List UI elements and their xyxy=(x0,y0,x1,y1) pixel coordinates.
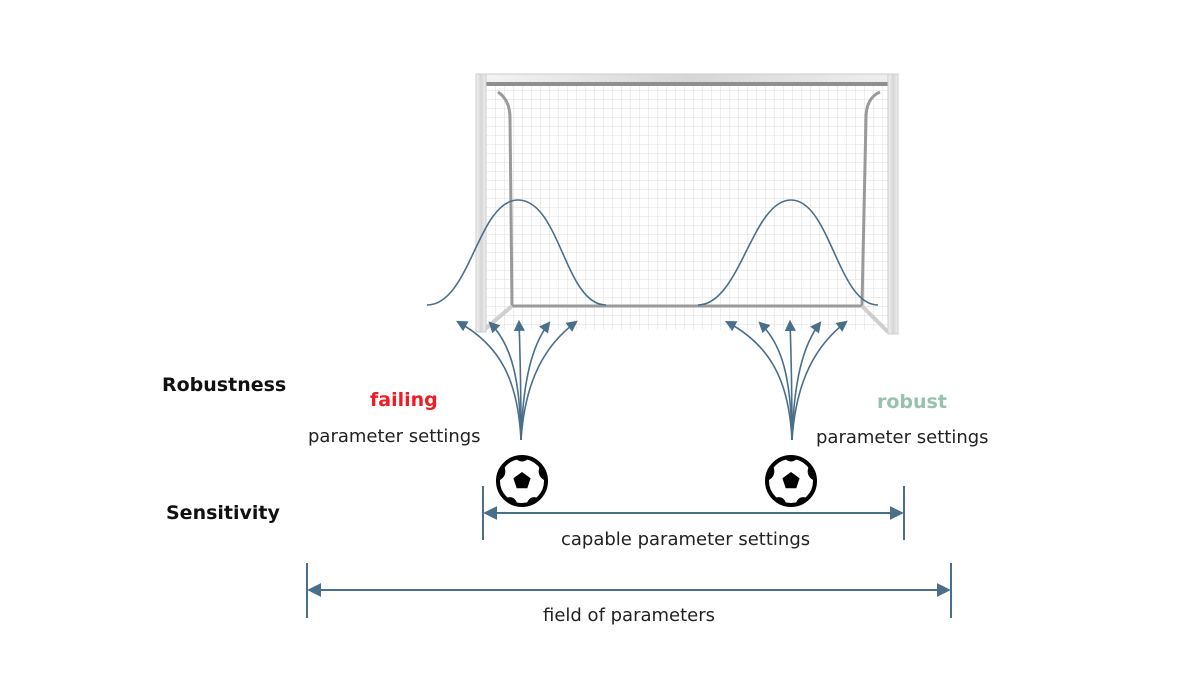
arrow xyxy=(520,321,551,441)
goal-post-left xyxy=(475,73,487,333)
arrow xyxy=(520,320,578,441)
field-range-bracket xyxy=(306,563,952,618)
goal-net xyxy=(490,82,880,330)
distribution-curve-robust xyxy=(697,199,879,306)
soccer-ball-icon xyxy=(496,455,548,507)
capable-range-label: capable parameter settings xyxy=(561,529,811,550)
arrow xyxy=(758,321,793,441)
goal-post-right xyxy=(887,73,899,335)
arrow-fan-failing xyxy=(456,319,578,441)
capable-range-bracket xyxy=(482,486,905,540)
failing-tag: failing xyxy=(370,389,438,411)
soccer-ball-icon xyxy=(765,455,817,507)
arrow xyxy=(725,320,793,441)
robust-caption: parameter settings xyxy=(816,427,989,448)
distribution-curve-failing xyxy=(426,199,607,306)
field-range-label: field of parameters xyxy=(543,605,716,626)
goal-ground-bar-right xyxy=(860,304,890,334)
row-label-sensitivity: Sensitivity xyxy=(166,502,280,524)
row-label-robustness: Robustness xyxy=(162,374,287,396)
goal-side-net-left xyxy=(484,80,512,330)
goal-back-frame xyxy=(497,90,881,308)
arrow xyxy=(791,321,822,441)
goal-side-net-right xyxy=(862,80,888,332)
soccer-goal-icon xyxy=(475,73,899,335)
robust-tag: robust xyxy=(877,391,947,413)
arrow xyxy=(791,320,848,441)
goal-crossbar-shadow xyxy=(484,82,894,86)
failing-caption: parameter settings xyxy=(308,426,481,447)
arrow xyxy=(488,321,522,441)
arrow xyxy=(456,320,522,441)
arrow-fan-robust xyxy=(725,319,848,441)
